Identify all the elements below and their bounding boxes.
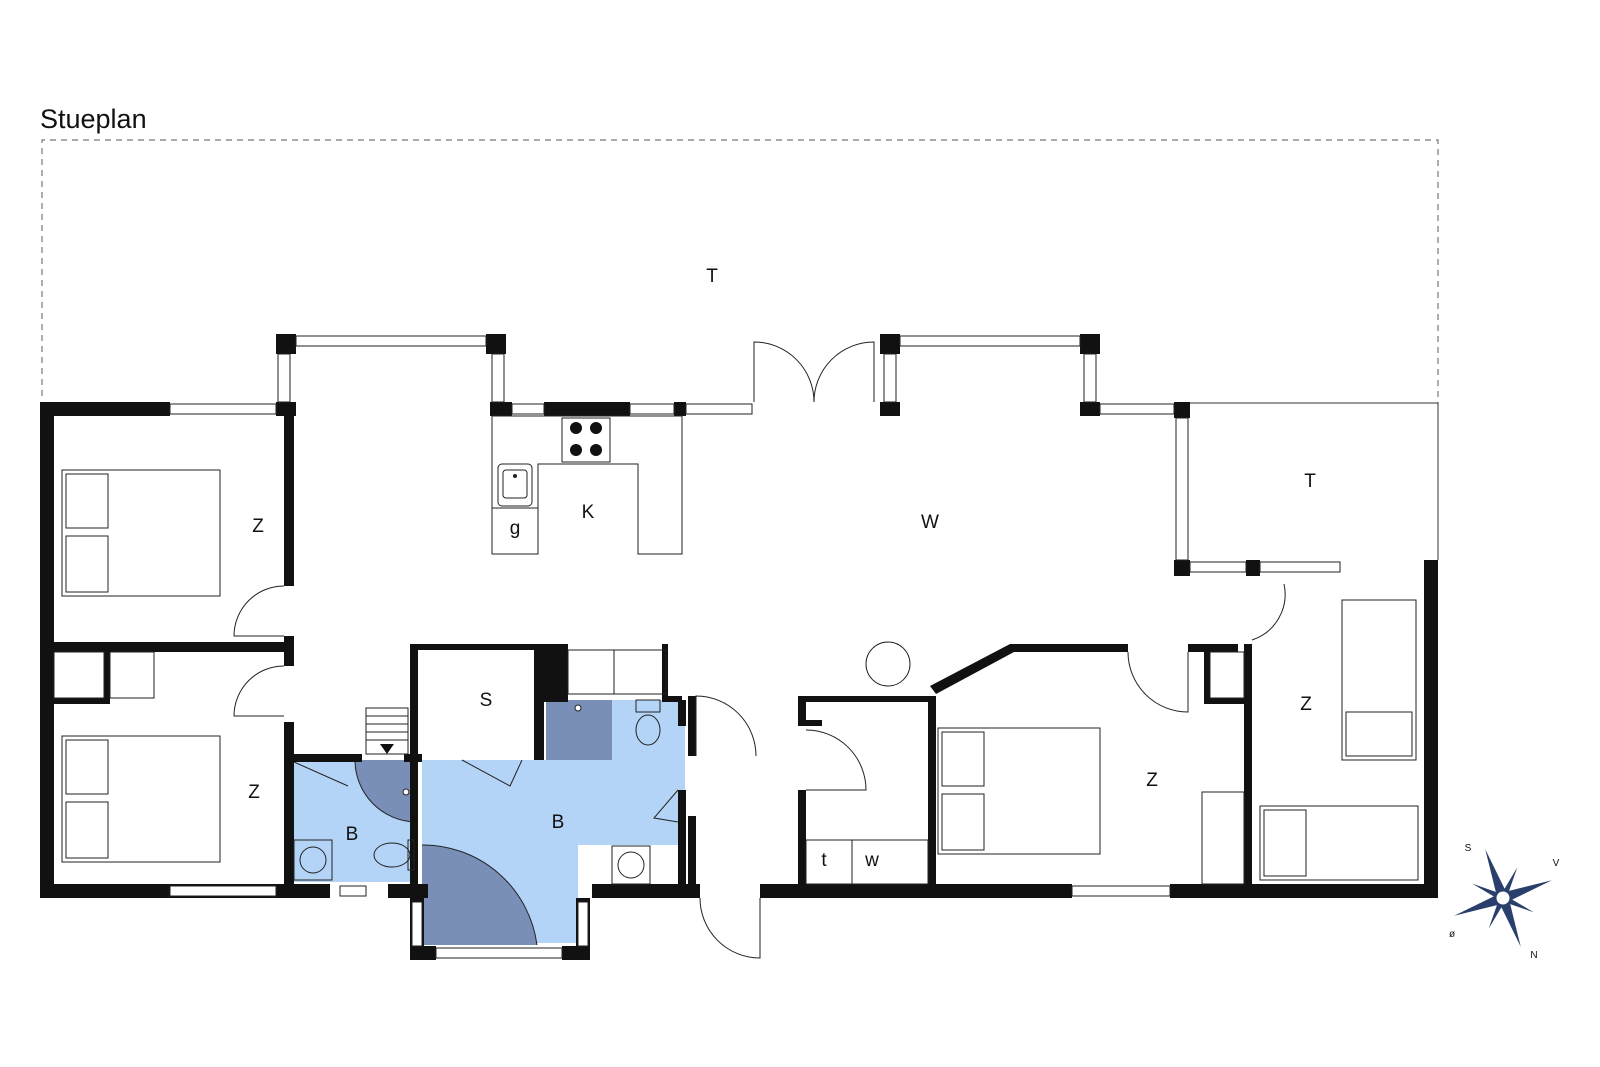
beds bbox=[61, 469, 1419, 881]
room-bedroom-top-left: Z bbox=[252, 516, 264, 537]
bathroom-fills bbox=[293, 700, 685, 946]
angled-wall bbox=[930, 644, 1014, 694]
plan-title: Stueplan bbox=[40, 104, 147, 134]
compass-label-v: V bbox=[1553, 858, 1560, 869]
room-bedroom-right: Z bbox=[1300, 694, 1312, 715]
terrace-outline bbox=[41, 139, 1439, 404]
room-kitchen: K bbox=[582, 502, 595, 523]
compass-rose-icon bbox=[1454, 849, 1552, 947]
room-bath-large: B bbox=[552, 812, 565, 833]
room-terrace-right: T bbox=[1304, 471, 1316, 492]
room-bath-small: B bbox=[346, 824, 359, 845]
room-terrace-top: T bbox=[706, 266, 718, 287]
compass-label-n: N bbox=[1530, 950, 1537, 961]
room-living: W bbox=[921, 512, 939, 533]
room-kitchen-g: g bbox=[510, 518, 521, 539]
room-utility-w: w bbox=[864, 850, 879, 871]
windows bbox=[169, 335, 1341, 959]
compass-label-s: S bbox=[1465, 843, 1472, 854]
interior-walls bbox=[54, 416, 1252, 898]
kitchen-counter bbox=[491, 415, 683, 555]
room-bedroom-center: Z bbox=[1146, 770, 1158, 791]
furniture bbox=[53, 641, 1245, 885]
terrace-right-outline bbox=[1188, 402, 1439, 560]
room-labels: T T W K g Z Z Z Z B B S t w bbox=[248, 266, 1316, 871]
compass-label-o: ø bbox=[1449, 929, 1455, 940]
room-storage: S bbox=[480, 690, 493, 711]
room-utility-t: t bbox=[821, 850, 827, 871]
room-bedroom-bottom-left: Z bbox=[248, 782, 260, 803]
doors bbox=[233, 341, 1286, 959]
